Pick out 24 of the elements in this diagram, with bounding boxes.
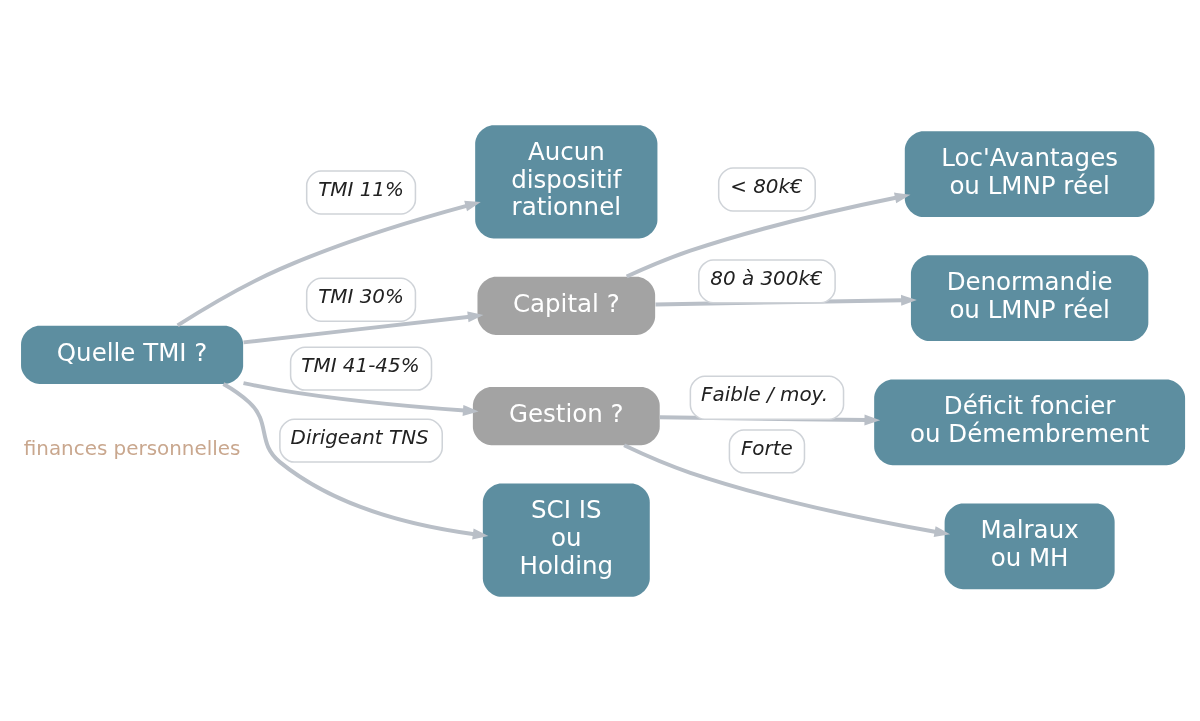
node-box: Capital ?	[477, 276, 656, 335]
node-box: Aucun dispositif rationnel	[475, 124, 658, 238]
node-box: Gestion ?	[472, 386, 660, 445]
node-box: SCI IS ou Holding	[482, 483, 650, 597]
edge-label: Dirigeant TNS	[290, 425, 429, 449]
node-box: Malraux ou MH	[944, 502, 1115, 589]
node-box: Loc'Avantages ou LMNP réel	[904, 130, 1155, 217]
edge-label: < 80k€	[730, 174, 803, 198]
label: finances personnelles	[23, 436, 241, 460]
arrow	[176, 200, 481, 327]
edge-label: TMI 41-45%	[301, 353, 420, 377]
node-box: Déficit foncier ou Démembrement	[874, 378, 1186, 465]
edge-label: Forte	[740, 436, 793, 460]
arrow	[243, 380, 479, 416]
node-box: Denormandie ou LMNP réel	[910, 254, 1149, 341]
node-box: Quelle TMI ?	[21, 325, 244, 384]
arrow	[625, 192, 911, 278]
edge-label: TMI 11%	[318, 177, 404, 201]
edge-label: Faible / moy.	[701, 382, 829, 406]
edge-label: TMI 30%	[318, 284, 404, 308]
edge-label: 80 à 300k€	[710, 266, 823, 290]
arrow	[243, 310, 484, 344]
arrow	[222, 381, 489, 539]
arrow	[623, 443, 951, 537]
